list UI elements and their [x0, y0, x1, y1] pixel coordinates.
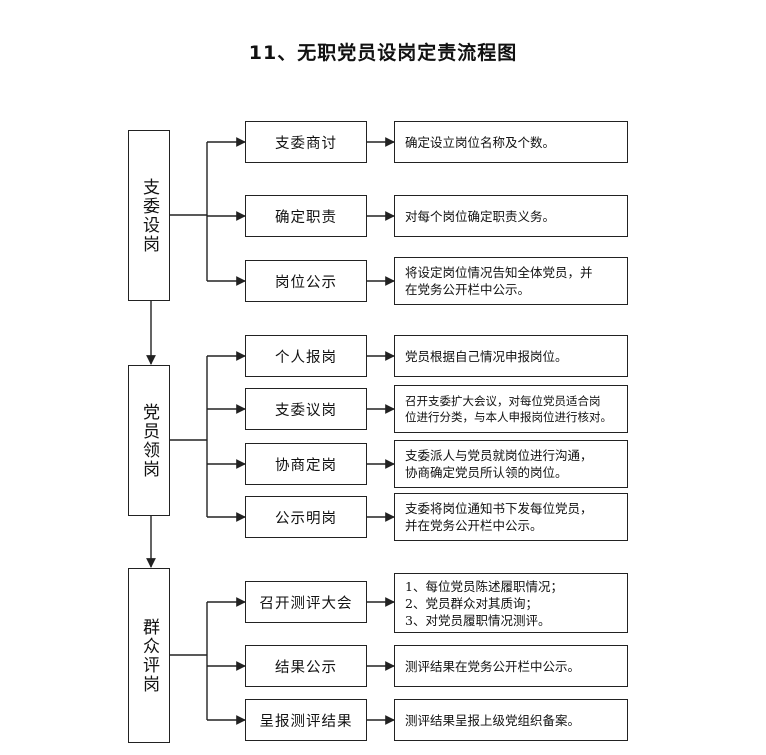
step-label: 召开测评大会	[259, 595, 353, 612]
desc-text: 支委派人与党员就岗位进行沟通， 协商确定党员所认领的岗位。	[405, 448, 593, 480]
step-box: 召开测评大会	[245, 581, 367, 623]
desc-text: 测评结果呈报上级党组织备案。	[405, 712, 581, 728]
desc-text: 将设定岗位情况告知全体党员，并 在党务公开栏中公示。	[405, 265, 593, 297]
step-label: 岗位公示	[275, 274, 337, 291]
desc-text: 确定设立岗位名称及个数。	[405, 134, 556, 150]
stage-label: 支委设岗	[139, 177, 159, 254]
step-box: 协商定岗	[245, 443, 367, 485]
desc-box: 测评结果呈报上级党组织备案。	[394, 699, 628, 741]
stage-label: 群众评岗	[139, 617, 159, 694]
desc-box: 党员根据自己情况申报岗位。	[394, 335, 628, 377]
desc-text: 召开支委扩大会议，对每位党员适合岗 位进行分类，与本人申报岗位进行核对。	[405, 394, 612, 424]
step-box: 结果公示	[245, 645, 367, 687]
step-label: 结果公示	[275, 659, 337, 676]
step-box: 支委议岗	[245, 388, 367, 430]
stage-box-qunzhong-pinggang: 群众评岗	[128, 568, 170, 743]
step-label: 呈报测评结果	[259, 713, 353, 730]
desc-text: 党员根据自己情况申报岗位。	[405, 348, 568, 364]
desc-text: 对每个岗位确定职责义务。	[405, 208, 556, 224]
desc-text: 支委将岗位通知书下发每位党员， 并在党务公开栏中公示。	[405, 501, 593, 533]
stage-label: 党员领岗	[139, 402, 159, 479]
step-label: 确定职责	[275, 209, 337, 226]
step-label: 个人报岗	[275, 349, 337, 366]
desc-text: 测评结果在党务公开栏中公示。	[405, 658, 581, 674]
step-box: 岗位公示	[245, 260, 367, 302]
stage-box-zhiwei-shegang: 支委设岗	[128, 130, 170, 301]
step-box: 支委商讨	[245, 121, 367, 163]
step-label: 协商定岗	[275, 457, 337, 474]
desc-box: 1、每位党员陈述履职情况； 2、党员群众对其质询； 3、对党员履职情况测评。	[394, 573, 628, 633]
step-box: 呈报测评结果	[245, 699, 367, 741]
desc-box: 支委将岗位通知书下发每位党员， 并在党务公开栏中公示。	[394, 493, 628, 541]
step-label: 支委议岗	[275, 402, 337, 419]
step-box: 公示明岗	[245, 496, 367, 538]
step-label: 支委商讨	[275, 135, 337, 152]
desc-box: 确定设立岗位名称及个数。	[394, 121, 628, 163]
step-box: 个人报岗	[245, 335, 367, 377]
desc-box: 支委派人与党员就岗位进行沟通， 协商确定党员所认领的岗位。	[394, 440, 628, 488]
stage-box-dangyuan-linggang: 党员领岗	[128, 365, 170, 516]
desc-box: 测评结果在党务公开栏中公示。	[394, 645, 628, 687]
step-box: 确定职责	[245, 195, 367, 237]
desc-box: 召开支委扩大会议，对每位党员适合岗 位进行分类，与本人申报岗位进行核对。	[394, 385, 628, 433]
desc-box: 将设定岗位情况告知全体党员，并 在党务公开栏中公示。	[394, 257, 628, 305]
desc-box: 对每个岗位确定职责义务。	[394, 195, 628, 237]
step-label: 公示明岗	[275, 510, 337, 527]
diagram-title: 11、无职党员设岗定责流程图	[248, 42, 518, 64]
desc-text: 1、每位党员陈述履职情况； 2、党员群众对其质询； 3、对党员履职情况测评。	[405, 578, 563, 628]
